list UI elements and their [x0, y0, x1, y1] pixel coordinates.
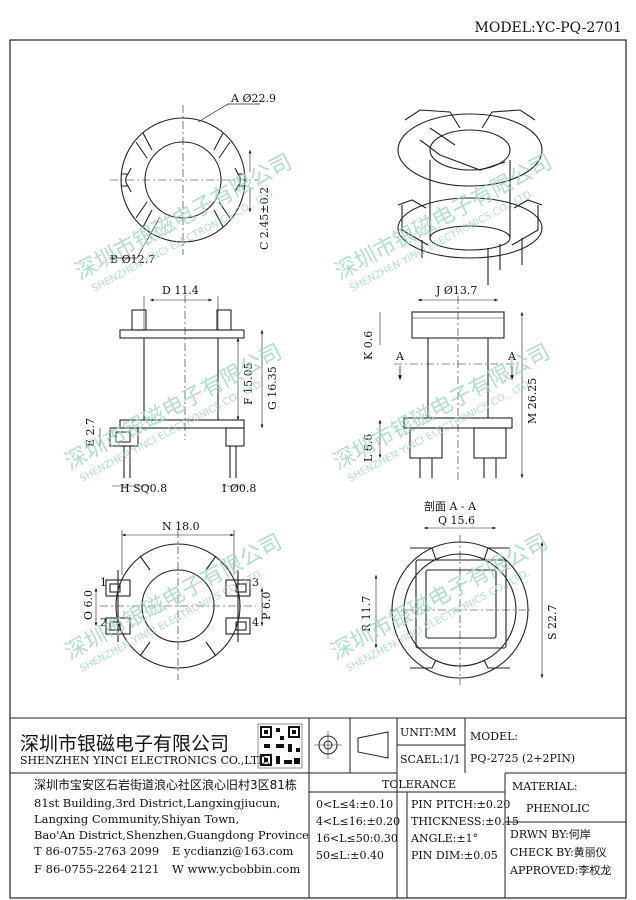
material-label: MATERIAL: — [512, 780, 578, 793]
address-cn: 深圳市宝安区石岩街道浪心社区浪心旧村3区81栋 — [34, 778, 297, 792]
pin-2-label: 2 — [100, 616, 107, 629]
title-block-lines — [10, 717, 626, 898]
dim-d-label: D 11.4 — [162, 284, 199, 297]
tolerance-thickness: THICKNESS:±0.15 — [411, 815, 519, 828]
tolerance-angle: ANGLE:±1° — [411, 832, 479, 845]
watermark-cn-2: 深圳市银磁电子有限公司 — [331, 150, 556, 286]
material-value: PHENOLIC — [526, 802, 590, 815]
model-header: MODEL:YC-PQ-2701 — [474, 20, 622, 36]
dim-k-label: K 0.6 — [362, 331, 375, 360]
tel: T 86-0755-2763 2099 — [34, 844, 160, 858]
tolerance-row-4: 50≤L:±0.40 — [316, 849, 384, 862]
tolerance-label: TOLERANCE — [382, 778, 456, 791]
front-view — [99, 295, 264, 487]
watermark-group: 深圳市银磁电子有限公司 SHENZHEN YINCI ELECTRONICS C… — [61, 150, 556, 675]
address-en-line2: Langxing Community,Shiyan Town, — [34, 812, 240, 826]
dim-n-label: N 18.0 — [162, 520, 200, 533]
tolerance-row-3: 16<L≤50:0.30 — [316, 832, 398, 845]
top-view — [110, 103, 260, 259]
dim-g-label: G 16.35 — [266, 366, 279, 410]
dim-l-label: L 6.6 — [362, 434, 375, 462]
dim-j-label: J Ø13.7 — [435, 284, 477, 297]
email: E ycdianzi@163.com — [172, 844, 294, 858]
check-by: CHECK BY:黄丽仪 — [510, 846, 607, 859]
cut-label-left: A — [395, 350, 405, 363]
page-frame — [9, 39, 627, 899]
pin-3-label: 3 — [252, 576, 259, 589]
unit-label: UNIT:MM — [400, 726, 457, 739]
dim-r-label: R 11.7 — [360, 596, 373, 632]
dim-i-label: I Ø0.8 — [222, 482, 256, 495]
approved-by: APPROVED:李权龙 — [510, 864, 612, 877]
tolerance-row-2: 4<L≤16:±0.20 — [316, 815, 401, 828]
website: W www.ycbobbin.com — [172, 862, 301, 876]
address-en-line3: Bao'An District,Shenzhen,Guangdong Provi… — [34, 828, 309, 842]
pin-1-label: 1 — [100, 576, 107, 589]
tolerance-row-1: 0<L≤4:±0.10 — [316, 798, 394, 811]
dim-q-label: Q 15.6 — [438, 514, 475, 527]
tolerance-pin-pitch: PIN PITCH:±0.20 — [411, 798, 511, 811]
tolerance-pin-dim: PIN DIM:±0.05 — [411, 849, 498, 862]
company-name-cn: 深圳市银磁电子有限公司 — [20, 733, 230, 755]
dim-e-label: E 2.7 — [84, 418, 97, 447]
dim-a-label: A Ø22.9 — [230, 92, 276, 105]
company-name-en: SHENZHEN YINCI ELECTRONICS CO.,LTD. — [20, 754, 270, 767]
qr-code — [257, 723, 303, 769]
dim-c-label: C 2.45±0.2 — [258, 187, 271, 250]
dim-o-label: O 6.0 — [82, 590, 95, 620]
dim-f-label: F 15.05 — [242, 362, 255, 405]
dim-s-label: S 22.7 — [546, 604, 559, 640]
side-view — [378, 296, 524, 480]
section-view — [374, 526, 544, 685]
drawn-by: DRWN BY:何岸 — [510, 828, 591, 841]
dim-b-label: B Ø12.7 — [110, 253, 155, 266]
model-value: PQ-2725 (2+2PIN) — [470, 752, 576, 765]
fax: F 86-0755-2264 2121 — [34, 862, 160, 876]
projection-symbol — [314, 731, 389, 759]
model-label: MODEL: — [470, 730, 519, 743]
address-en-line1: 81st Building,3rd District,Langxingjiucu… — [34, 796, 281, 810]
section-title: 剖面 A - A — [424, 499, 477, 513]
pin-4-label: 4 — [252, 616, 259, 629]
dim-m-label: M 26.25 — [526, 378, 539, 424]
watermark-cn-3: 深圳市银磁电子有限公司 — [61, 340, 286, 476]
dim-h-label: H SQ0.8 — [120, 482, 167, 495]
isometric-view — [397, 109, 543, 285]
bottom-view — [94, 530, 264, 680]
scale-label: SCAEL:1/1 — [400, 753, 461, 766]
cut-label-right: A — [507, 350, 517, 363]
dim-p-label: P 6.0 — [260, 592, 273, 620]
